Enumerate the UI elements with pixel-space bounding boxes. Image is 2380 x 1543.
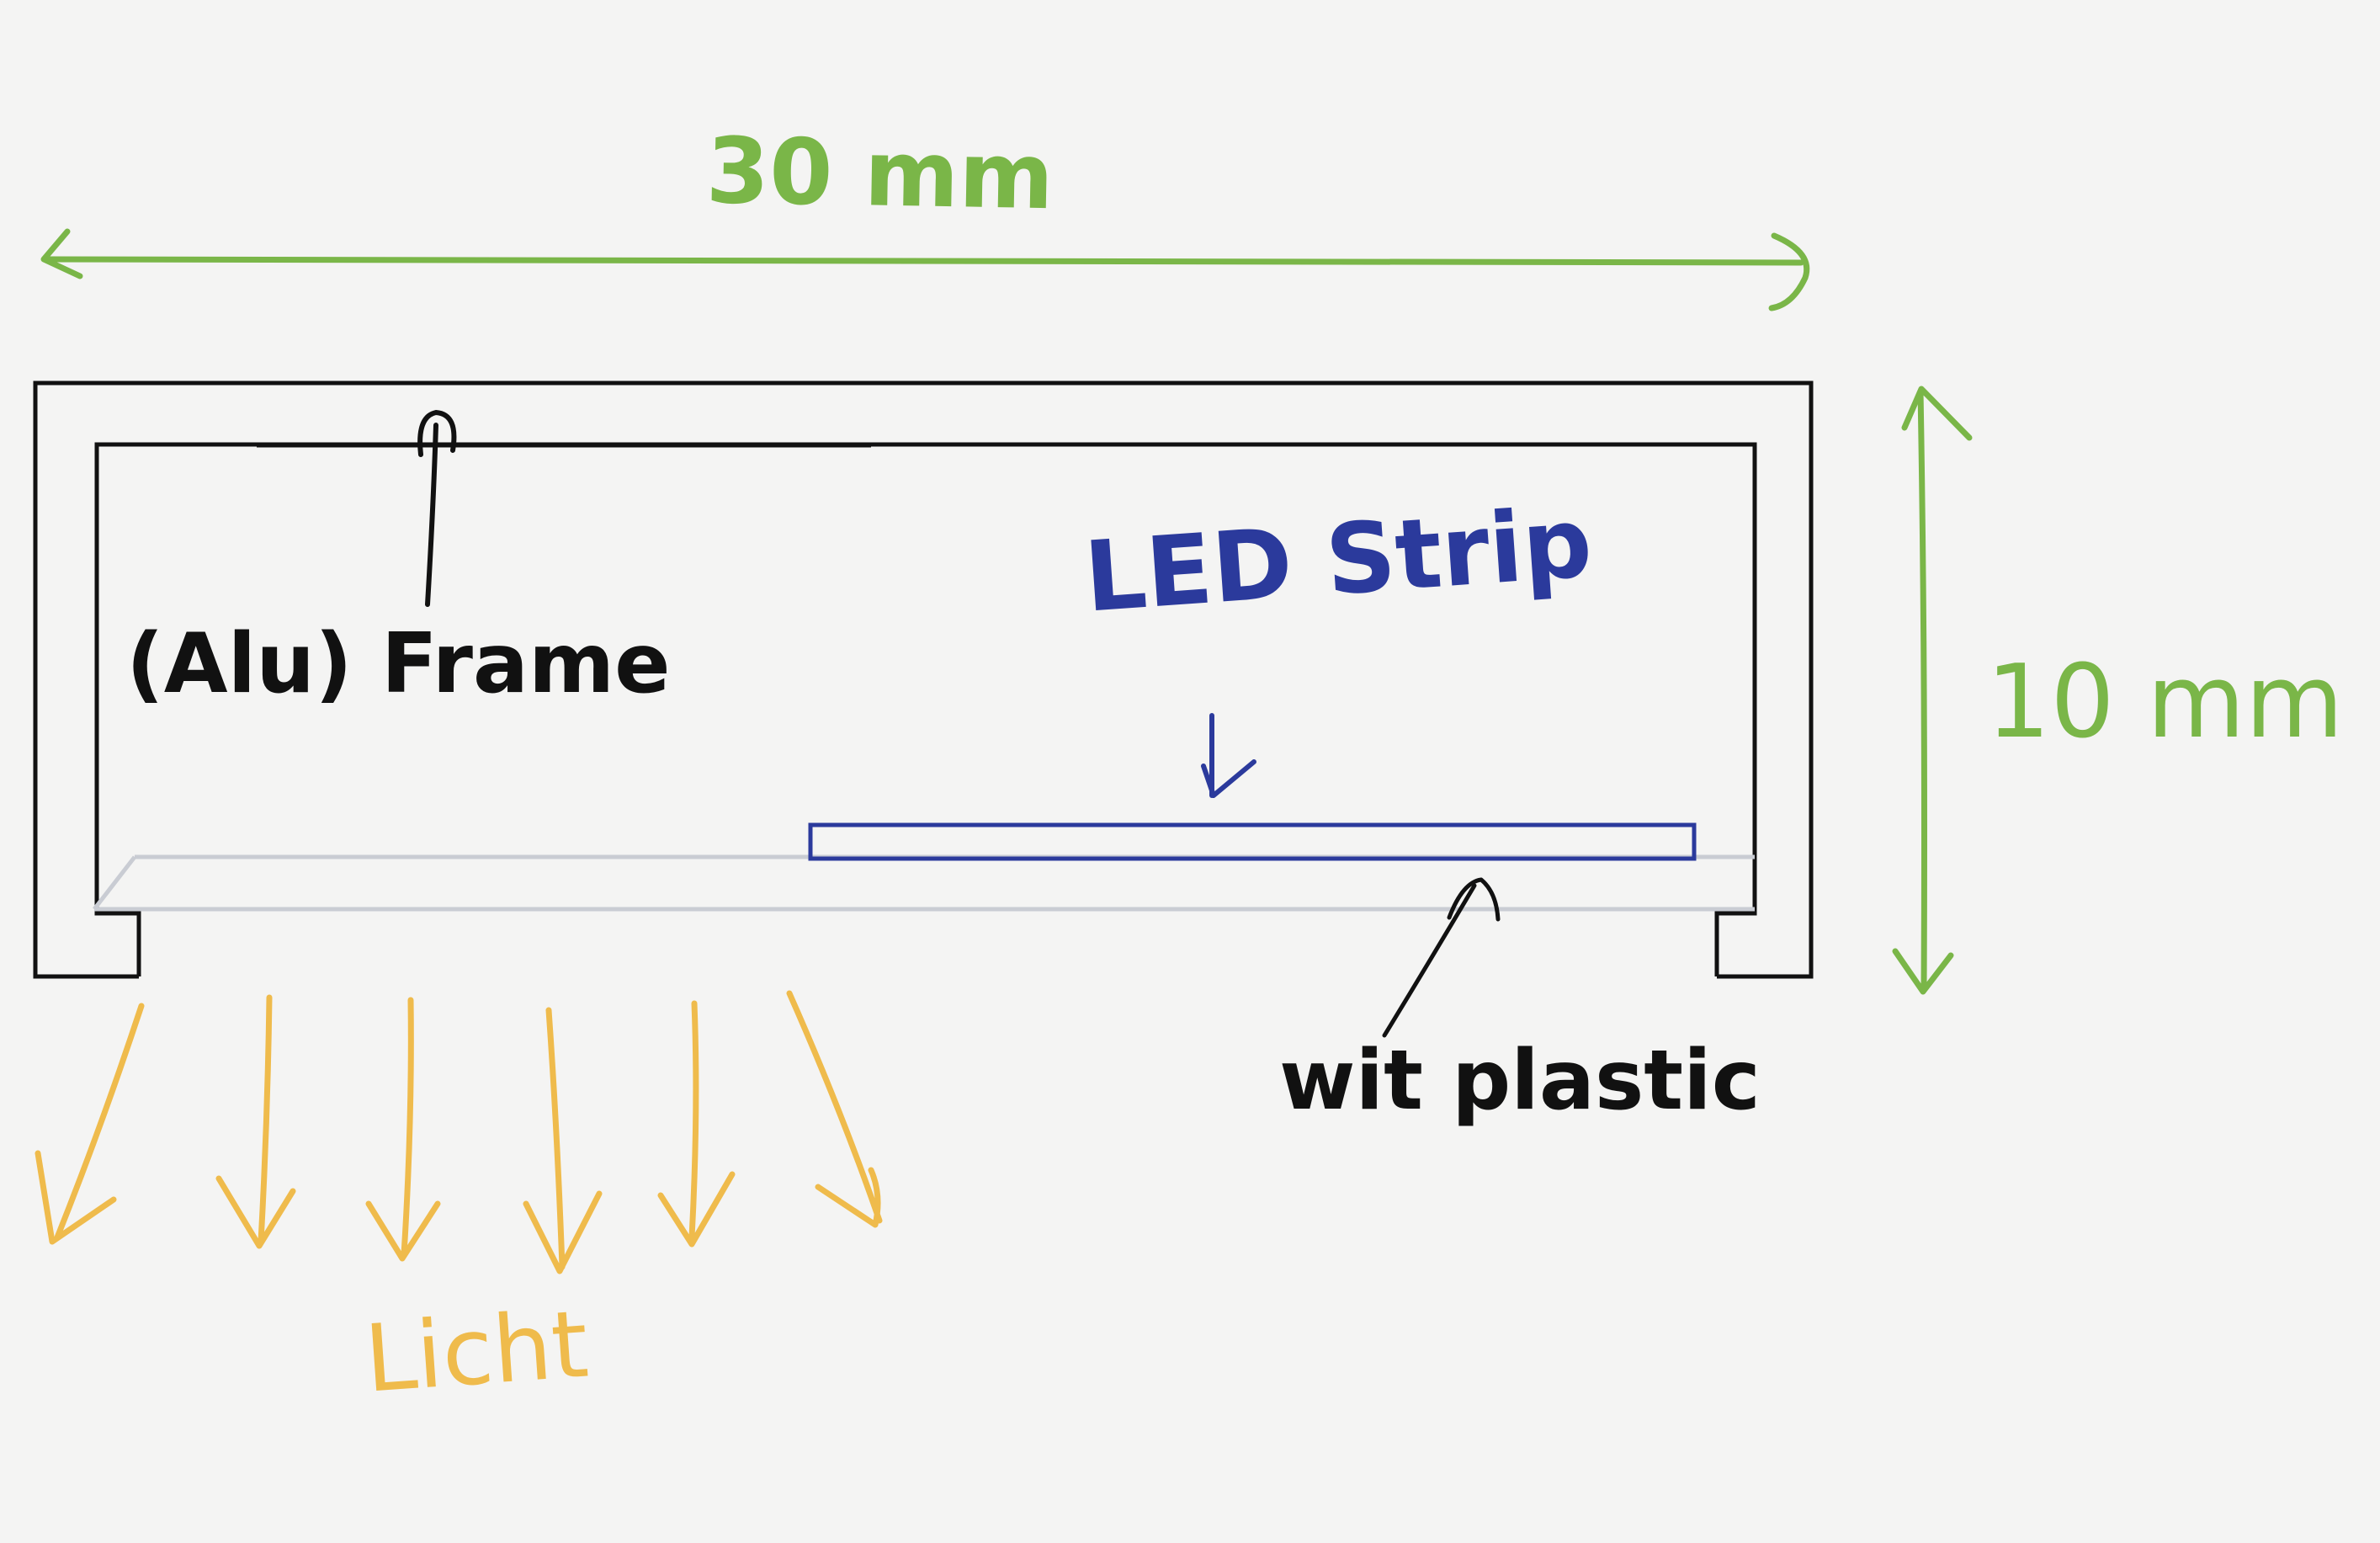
plastic-pointer-arrow bbox=[1382, 877, 1501, 1038]
light-rays bbox=[35, 990, 883, 1274]
light-ray-arrow bbox=[365, 997, 441, 1262]
light-ray-arrow bbox=[523, 1007, 603, 1274]
led-pointer-arrow bbox=[1201, 713, 1256, 798]
diffuser-outline bbox=[93, 854, 1755, 912]
alu-frame-inner bbox=[94, 442, 1757, 976]
plastic-label: wit plastic bbox=[1279, 1033, 1761, 1129]
width-dimension-line bbox=[43, 256, 1804, 266]
white-plastic-diffuser bbox=[93, 854, 1755, 912]
width-dimension-label: 30 mm bbox=[704, 119, 1055, 231]
plastic-pointer-shaft bbox=[1382, 883, 1477, 1038]
led-strip bbox=[808, 822, 1697, 861]
width-dimension-arrow bbox=[40, 228, 1810, 311]
light-ray-arrow bbox=[657, 1000, 736, 1248]
frame-pointer-arrow bbox=[417, 410, 457, 607]
height-dimension-line bbox=[1917, 388, 1927, 992]
frame-pointer-head bbox=[417, 410, 457, 457]
light-ray-arrow bbox=[215, 994, 296, 1249]
width-arrowhead-right bbox=[1768, 232, 1810, 311]
plastic-pointer-head bbox=[1447, 877, 1501, 922]
alu-frame bbox=[33, 380, 1814, 979]
alu-frame-outer bbox=[33, 380, 1814, 979]
light-ray-arrow bbox=[786, 990, 883, 1228]
height-dimension-arrow bbox=[1892, 386, 1973, 995]
light-ray-arrow bbox=[35, 1003, 145, 1245]
frame-pointer-shaft bbox=[425, 423, 438, 607]
led-pointer-head bbox=[1201, 759, 1256, 798]
height-dimension-label: 10 mm bbox=[1986, 644, 2344, 761]
light-label: Licht bbox=[361, 1290, 592, 1413]
height-arrowhead-top bbox=[1901, 386, 1973, 441]
height-arrowhead-bottom bbox=[1892, 948, 1954, 995]
frame-label: (Alu) Frame bbox=[126, 616, 671, 712]
width-arrowhead-left bbox=[40, 228, 83, 279]
